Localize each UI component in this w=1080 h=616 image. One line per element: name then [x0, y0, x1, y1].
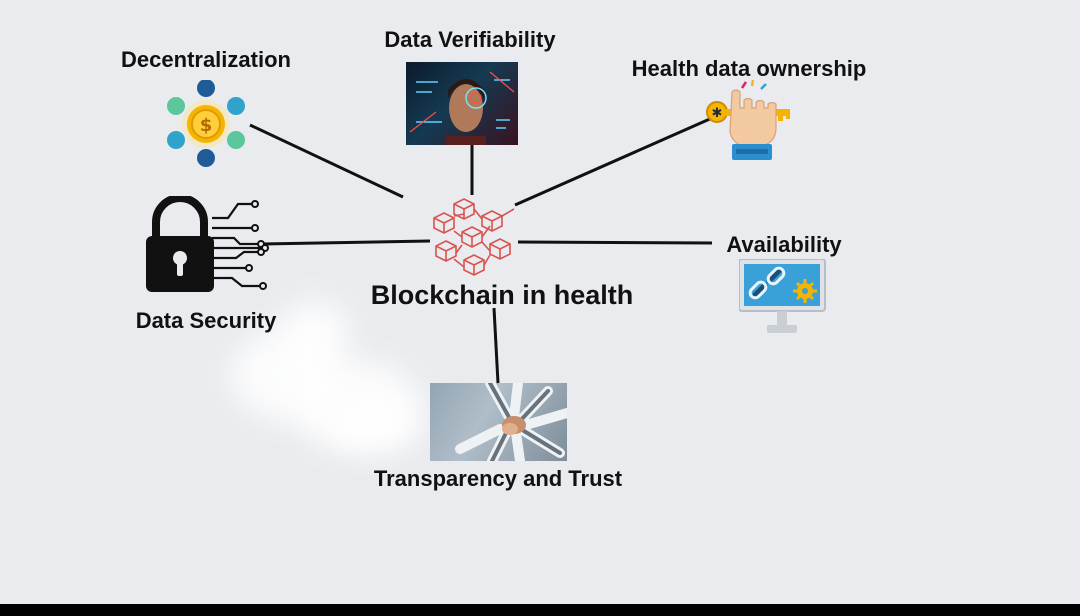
- connector-data-security: [261, 239, 431, 246]
- connector-availability: [517, 240, 713, 245]
- center-label: Blockchain in health: [370, 280, 634, 310]
- node-label-decentralization: Decentralization: [121, 47, 291, 72]
- svg-text:✱: ✱: [712, 106, 723, 121]
- node-label-data-security: Data Security: [135, 308, 277, 333]
- hand-holding-key-icon: ✱: [706, 80, 790, 160]
- node-label-health-data-ownership: Health data ownership: [631, 56, 867, 81]
- face-scan-photo-icon: [406, 62, 518, 145]
- connector-health-data-ownership: [514, 116, 713, 207]
- node-label-data-verifiability: Data Verifiability: [384, 27, 556, 52]
- team-hands-stack-photo-icon: [430, 383, 567, 461]
- blockchain-cubes-icon: [433, 198, 515, 276]
- node-label-availability: Availability: [726, 232, 842, 257]
- connector-decentralization: [249, 123, 404, 199]
- padlock-circuit-icon: [146, 196, 269, 292]
- svg-text:$: $: [200, 115, 213, 136]
- connector-transparency-and-trust: [492, 307, 500, 384]
- bottom-bar: [0, 604, 1080, 616]
- node-label-transparency-and-trust: Transparency and Trust: [373, 466, 623, 491]
- decentralized-coin-network-icon: $: [167, 80, 245, 167]
- monitor-link-gear-icon: [739, 259, 826, 333]
